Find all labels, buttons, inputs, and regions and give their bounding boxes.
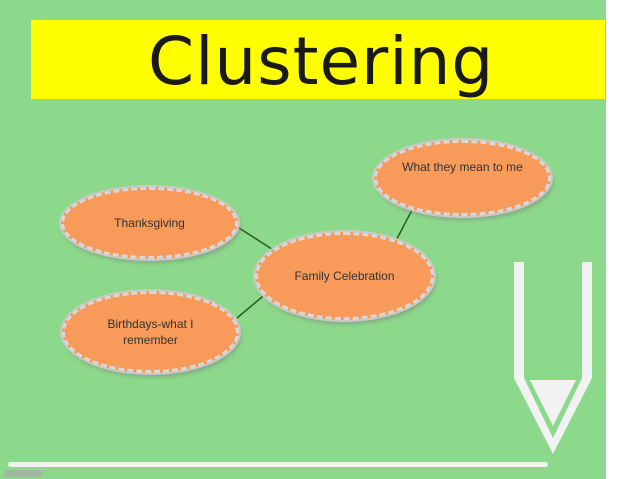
center-node-label: Family Celebration: [294, 269, 395, 283]
node-label: What they mean to me: [402, 160, 523, 174]
connector-thanksgiving: [235, 225, 279, 254]
node-what-they-mean: What they mean to me: [374, 140, 551, 216]
footer-mark: [4, 470, 42, 477]
node-thanksgiving: Thanksgiving: [61, 187, 238, 259]
title-banner: [31, 20, 605, 99]
node-label: Birthdays-what I remember: [107, 317, 194, 347]
pencil-icon: [514, 262, 592, 454]
node-label: Thanksgiving: [114, 216, 185, 230]
connector-birthdays: [236, 291, 269, 319]
node-family-celebration: Family Celebration: [255, 232, 434, 320]
slide-margin: [606, 0, 638, 479]
slide-title: Clustering: [148, 23, 495, 100]
footer-rule: [8, 462, 548, 467]
node-birthdays: Birthdays-what I remember: [62, 291, 239, 373]
